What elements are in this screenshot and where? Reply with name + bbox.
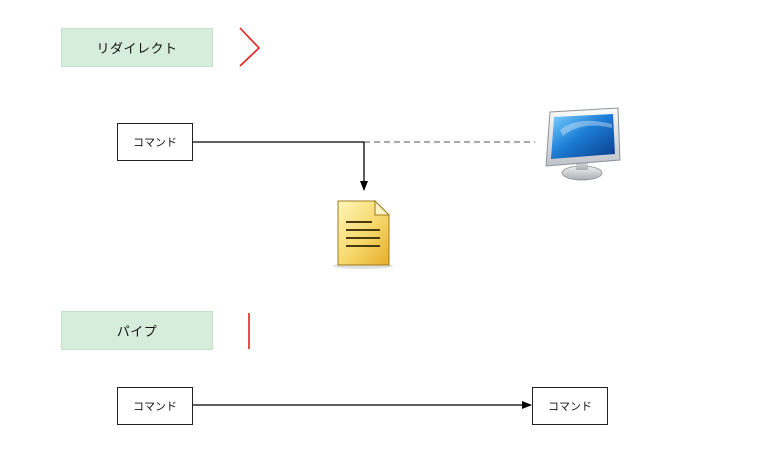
- redirect-section-title: リダイレクト: [61, 28, 213, 67]
- monitor-icon: [545, 107, 621, 181]
- redirect-symbol: [239, 27, 261, 67]
- pipe-source-command-box: コマンド: [117, 387, 193, 425]
- redirect-command-box: コマンド: [117, 123, 193, 161]
- pipe-target-command-box: コマンド: [532, 387, 608, 425]
- document-icon: [333, 199, 393, 269]
- pipe-section-title: パイプ: [61, 311, 213, 350]
